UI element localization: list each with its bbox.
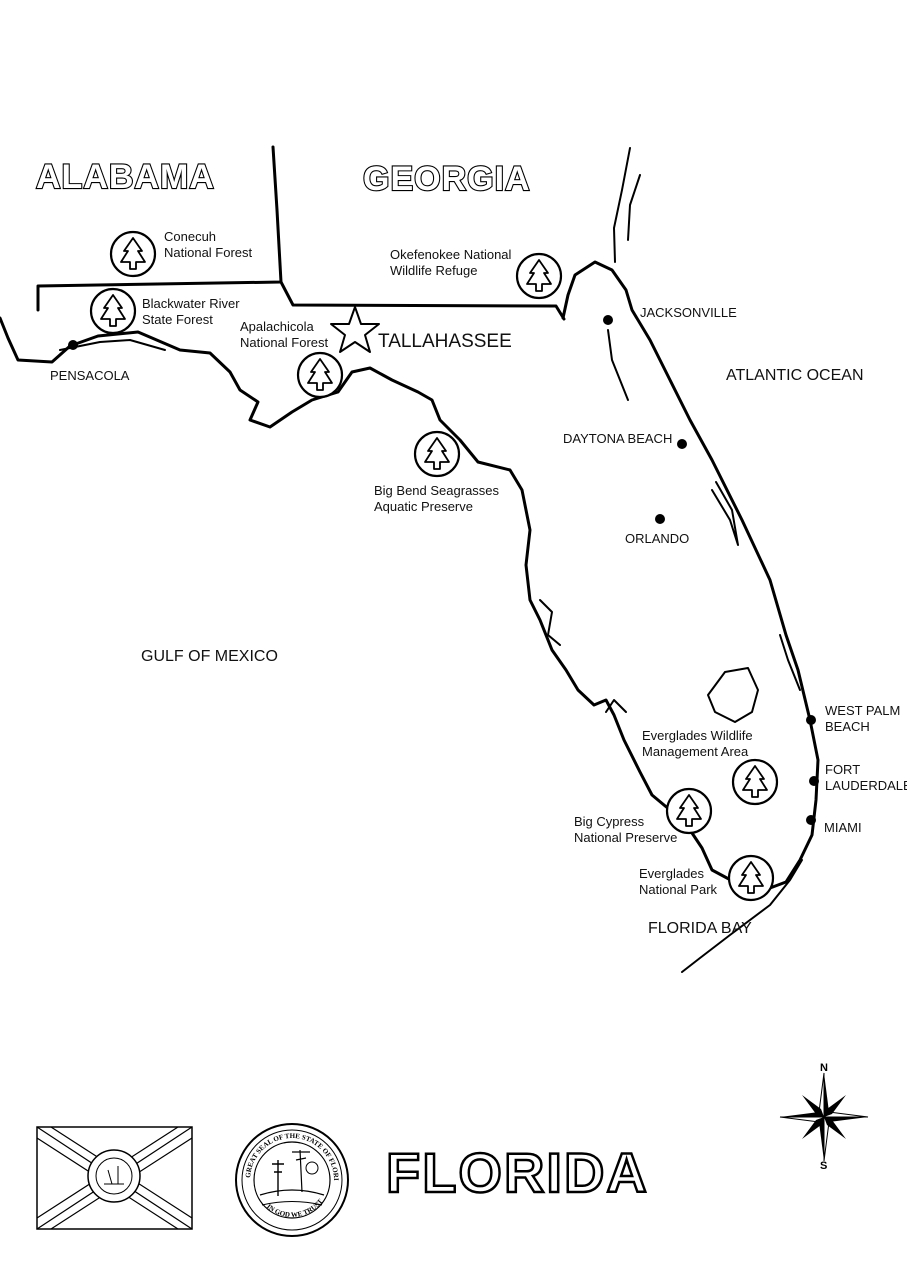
pine-tree-icon xyxy=(665,787,713,835)
compass-south-label: S xyxy=(820,1160,827,1172)
park-everglades-np: Everglades National Park xyxy=(639,854,775,902)
compass-star-icon xyxy=(779,1072,869,1162)
pine-tree-icon xyxy=(296,351,344,399)
park-label: Management Area xyxy=(642,744,749,759)
city-daytona: DAYTONA BEACH xyxy=(563,431,687,449)
city-fort-lauderdale: FORT LAUDERDALE xyxy=(809,762,907,793)
park-everglades-wma: Everglades Wildlife Management Area xyxy=(642,728,779,806)
city-label: DAYTONA BEACH xyxy=(563,431,672,446)
park-blackwater: Blackwater River State Forest xyxy=(89,287,240,335)
city-label: MIAMI xyxy=(824,820,862,835)
dot-icon xyxy=(806,715,816,725)
park-label: National Park xyxy=(639,882,718,897)
park-big-cypress: Big Cypress National Preserve xyxy=(574,787,713,845)
dot-icon xyxy=(655,514,665,524)
park-label: National Forest xyxy=(240,335,329,350)
compass-north-label: N xyxy=(820,1062,828,1074)
dot-icon xyxy=(68,340,78,350)
park-label: Wildlife Refuge xyxy=(390,263,477,278)
park-apalachicola: Apalachicola National Forest xyxy=(240,319,344,399)
park-label: Blackwater River xyxy=(142,296,240,311)
dot-icon xyxy=(603,315,613,325)
city-label: LAUDERDALE xyxy=(825,778,907,793)
city-label: ORLANDO xyxy=(625,531,689,546)
state-borders xyxy=(36,145,566,321)
pine-tree-icon xyxy=(413,430,461,478)
city-pensacola: PENSACOLA xyxy=(50,340,130,383)
florida-title: FLORIDA xyxy=(386,1141,649,1204)
park-label: National Preserve xyxy=(574,830,677,845)
park-label: Everglades xyxy=(639,866,705,881)
park-conecuh: Conecuh National Forest xyxy=(109,229,253,278)
pine-tree-icon xyxy=(731,758,779,806)
capital-label: TALLAHASSEE xyxy=(378,331,512,352)
park-label: Big Cypress xyxy=(574,814,645,829)
lake-okeechobee xyxy=(707,667,759,723)
city-orlando: ORLANDO xyxy=(625,514,689,546)
city-label: PENSACOLA xyxy=(50,368,130,383)
park-label: Okefenokee National xyxy=(390,247,512,262)
pine-tree-icon xyxy=(89,287,137,335)
park-label: Aquatic Preserve xyxy=(374,499,473,514)
dot-icon xyxy=(677,439,687,449)
compass-rose: N S xyxy=(779,1062,869,1172)
city-label: JACKSONVILLE xyxy=(640,305,737,320)
park-label: Conecuh xyxy=(164,229,216,244)
park-label: Big Bend Seagrasses xyxy=(374,483,500,498)
city-miami: MIAMI xyxy=(806,815,862,835)
city-label: WEST PALM xyxy=(825,703,900,718)
park-label: National Forest xyxy=(164,245,253,260)
atlantic-ocean-label: ATLANTIC OCEAN xyxy=(726,367,864,384)
pine-tree-icon xyxy=(515,252,563,300)
city-west-palm-beach: WEST PALM BEACH xyxy=(806,703,900,734)
park-label: State Forest xyxy=(142,312,213,327)
star-icon xyxy=(330,306,380,353)
city-label: FORT xyxy=(825,762,860,777)
city-jacksonville: JACKSONVILLE xyxy=(603,305,737,325)
dot-icon xyxy=(809,776,819,786)
florida-outline xyxy=(0,147,820,973)
city-label: BEACH xyxy=(825,719,870,734)
park-okefenokee: Okefenokee National Wildlife Refuge xyxy=(390,247,563,300)
dot-icon xyxy=(806,815,816,825)
florida-bay-label: FLORIDA BAY xyxy=(648,920,752,937)
park-label: Everglades Wildlife xyxy=(642,728,753,743)
gulf-of-mexico-label: GULF OF MEXICO xyxy=(141,648,278,665)
pine-tree-icon xyxy=(109,230,157,278)
barrier-islands xyxy=(59,339,166,351)
alabama-label: ALABAMA xyxy=(36,158,215,196)
georgia-label: GEORGIA xyxy=(363,160,531,198)
capital-tallahassee: TALLAHASSEE xyxy=(330,306,512,353)
florida-flag xyxy=(36,1126,193,1230)
park-big-bend: Big Bend Seagrasses Aquatic Preserve xyxy=(374,430,500,514)
park-label: Apalachicola xyxy=(240,319,314,334)
pine-tree-icon xyxy=(727,854,775,902)
